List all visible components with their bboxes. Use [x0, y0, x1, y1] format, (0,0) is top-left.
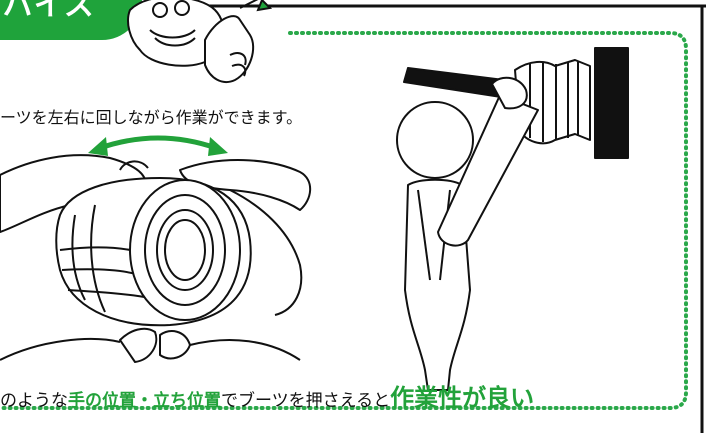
advice-badge-label: ーバイス: [0, 0, 95, 23]
caption-middle: でブーツを押さえると: [221, 391, 391, 411]
instruction-text-top: ーツを左右に回しながら作業ができます。: [0, 108, 303, 127]
caption-highlight-workability: 作業性が良い: [390, 384, 535, 412]
instruction-text-bottom: のような手の位置・立ち位置でブーツを押さえると作業性が良い: [0, 378, 534, 413]
advice-badge: ーバイス: [0, 0, 142, 40]
caption-highlight-position: 手の位置・立ち位置: [68, 391, 221, 411]
caption-prefix: のような: [0, 391, 68, 411]
